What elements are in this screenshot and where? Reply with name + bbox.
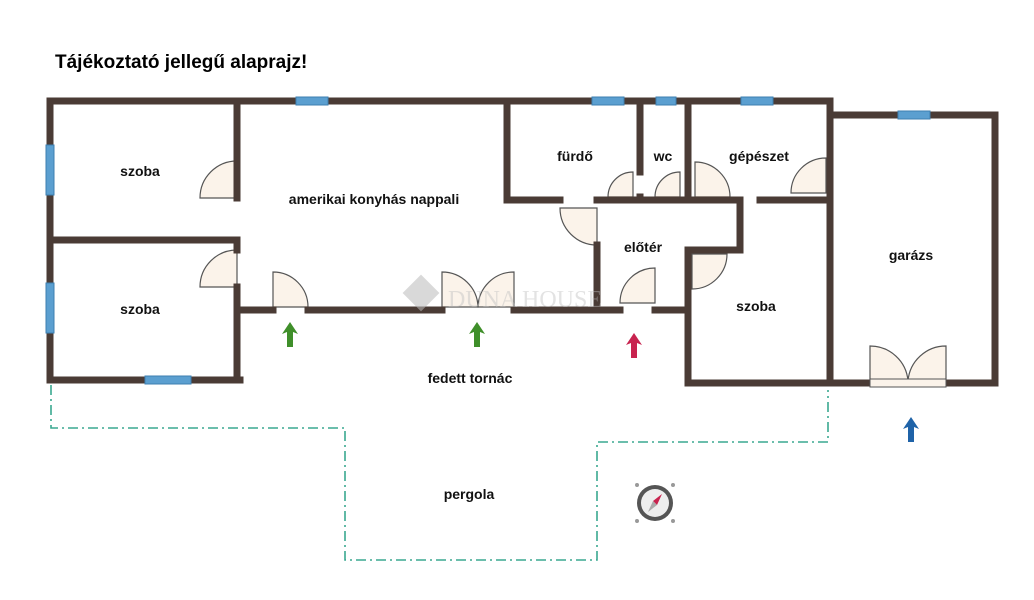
room-label-pergola: pergola (444, 486, 495, 502)
entrance-arrows (282, 322, 919, 442)
compass-icon (635, 483, 675, 523)
arrow-up-green-icon (282, 322, 298, 347)
arrow-up-blue-icon (903, 417, 919, 442)
windows (45, 96, 931, 385)
room-label-bathroom: fürdő (557, 148, 593, 164)
garage-door (869, 378, 947, 388)
arrow-up-red-icon (626, 333, 642, 358)
pergola-outline (50, 385, 829, 561)
room-label-szoba: szoba (736, 298, 776, 314)
doors (199, 157, 947, 382)
watermark-logo: DUNA HOUSE (402, 274, 602, 313)
room-label-szoba: szoba (120, 301, 160, 317)
room-label-utility: gépészet (729, 148, 789, 164)
watermark-text: DUNA HOUSE (448, 287, 602, 313)
room-label-wc: wc (653, 148, 673, 164)
room-label-living: amerikai konyhás nappali (289, 191, 459, 207)
arrow-up-green-icon (469, 322, 485, 347)
room-label-porch: fedett tornác (428, 370, 513, 386)
room-label-szoba: szoba (120, 163, 160, 179)
room-label-hall: előtér (624, 239, 663, 255)
plan-title: Tájékoztató jellegű alaprajz! (55, 52, 307, 73)
room-label-garage: garázs (889, 247, 934, 263)
walls (46, 97, 999, 387)
